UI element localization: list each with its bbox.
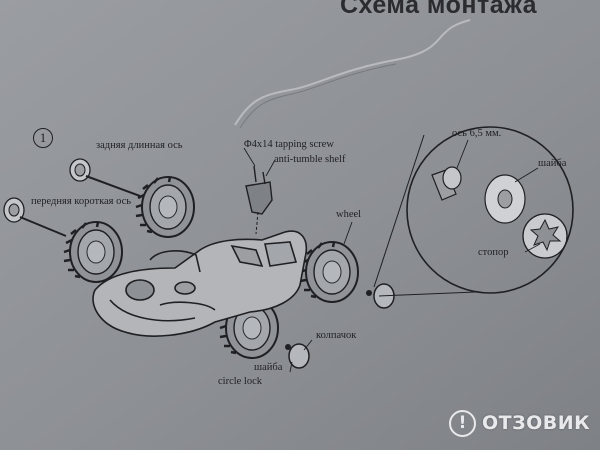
label-cap: колпачок (316, 330, 357, 341)
label-washer: шайба (254, 362, 283, 373)
anti-tumble-shelf-part (245, 165, 273, 235)
label-tapping-screw: Φ4x14 tapping screw (244, 139, 334, 150)
diagram-title: Схема монтажа (340, 0, 538, 19)
label-stopper: стопор (478, 247, 509, 258)
label-circle-lock: circle lock (218, 376, 263, 387)
label-axle-diameter: ось 6,5 мм. (452, 128, 502, 139)
watermark-text: ОТЗОВИК (482, 412, 591, 434)
front-axle-part (3, 197, 67, 237)
step-number: 1 (33, 128, 53, 148)
label-front-axle: передняя короткая ось (31, 196, 132, 207)
car-body (92, 230, 307, 337)
label-anti-tumble-shelf: anti-tumble shelf (274, 154, 346, 165)
watermark: ! ОТЗОВИК (449, 407, 590, 439)
label-wheel: wheel (336, 209, 362, 220)
exclamation-icon: ! (449, 409, 476, 437)
label-washer-detail: шайба (538, 158, 567, 169)
stopper-part (522, 213, 568, 259)
leader-lines (243, 139, 541, 373)
rear-axle-part (69, 158, 141, 197)
label-rear-axle: задняя длинная ось (96, 140, 183, 151)
